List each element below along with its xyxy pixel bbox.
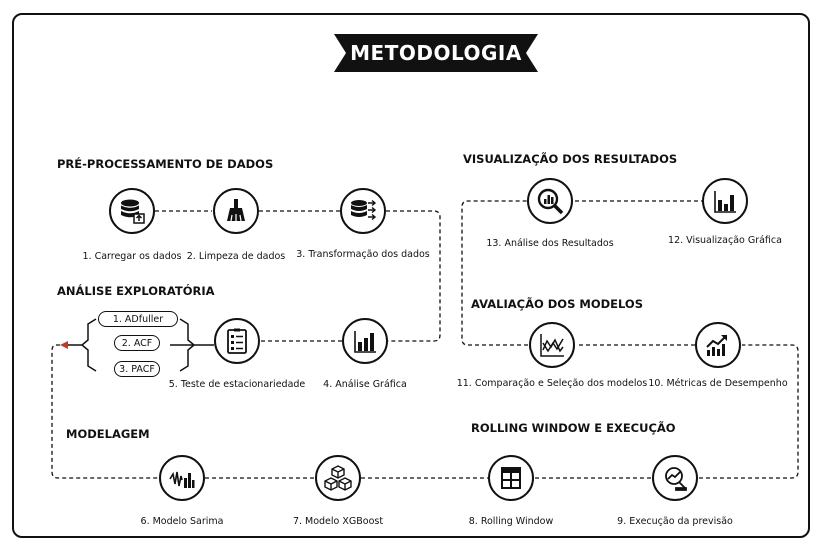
- step-label: 6. Modelo Sarima: [140, 516, 224, 527]
- step-label: 10. Métricas de Desempenho: [648, 378, 788, 389]
- step-label: 13. Análise dos Resultados: [486, 238, 614, 249]
- step-label: 5. Teste de estacionariedade: [168, 379, 306, 390]
- line-compare-icon: [529, 322, 575, 368]
- step-label: 7. Modelo XGBoost: [292, 516, 384, 527]
- diagram-frame: [12, 13, 810, 538]
- window-grid-icon: [488, 455, 534, 501]
- section-visualization: VISUALIZAÇÃO DOS RESULTADOS: [463, 152, 678, 166]
- step-label: 1. Carregar os dados: [82, 251, 182, 262]
- section-evaluation: AVALIAÇÃO DOS MODELOS: [471, 297, 643, 311]
- bar-chart-icon: [702, 178, 748, 224]
- step-label: 11. Comparação e Seleção dos modelos: [456, 378, 648, 389]
- section-rolling: ROLLING WINDOW E EXECUÇÃO: [471, 421, 676, 435]
- test-pacf: 3. PACF: [114, 361, 160, 377]
- checklist-icon: [214, 318, 260, 364]
- step-label: 4. Análise Gráfica: [323, 379, 407, 390]
- database-upload-icon: [109, 188, 155, 234]
- page-title: METODOLOGIA: [350, 41, 522, 65]
- trend-up-icon: [695, 322, 741, 368]
- test-acf: 2. ACF: [114, 335, 160, 351]
- section-modeling: MODELAGEM: [66, 427, 150, 441]
- cubes-icon: [315, 455, 361, 501]
- step-label: 9. Execução da previsão: [617, 516, 733, 527]
- waveform-chart-icon: [159, 455, 205, 501]
- test-adfuller: 1. ADfuller: [98, 311, 178, 327]
- magnifier-chart-icon: [527, 178, 573, 224]
- database-transform-icon: [340, 188, 386, 234]
- step-label: 2. Limpeza de dados: [186, 251, 286, 262]
- forecast-search-icon: [652, 455, 698, 501]
- step-label: 12. Visualização Gráfica: [668, 235, 782, 246]
- section-exploratory: ANÁLISE EXPLORATÓRIA: [57, 284, 215, 298]
- step-label: 8. Rolling Window: [468, 516, 554, 527]
- broom-icon: [213, 188, 259, 234]
- bar-chart-icon: [342, 318, 388, 364]
- title-banner: METODOLOGIA: [334, 34, 538, 72]
- step-label: 3. Transformação dos dados: [296, 249, 430, 260]
- section-preprocessing: PRÉ-PROCESSAMENTO DE DADOS: [57, 157, 274, 171]
